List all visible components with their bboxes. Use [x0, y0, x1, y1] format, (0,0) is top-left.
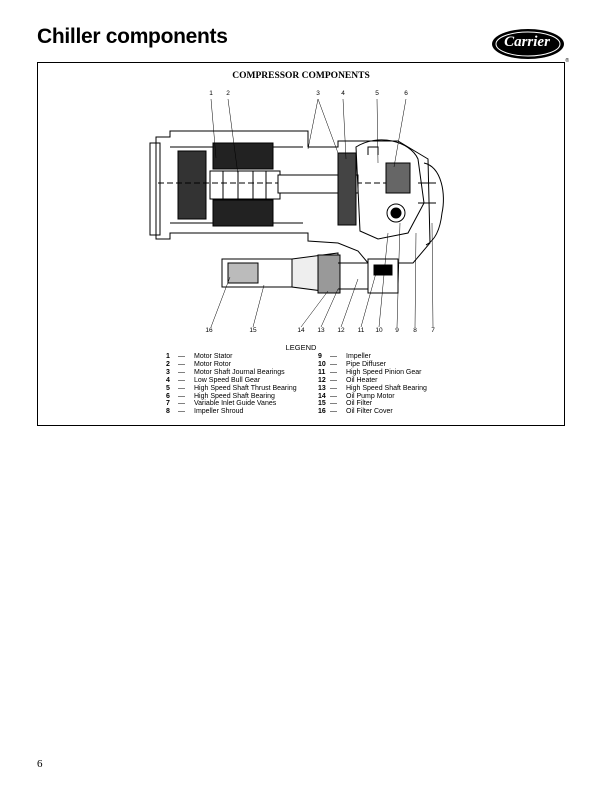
- logo-text: Carrier: [504, 34, 550, 50]
- logo-oval: [492, 29, 564, 59]
- legend-item: 6 — High Speed Shaft Bearing: [166, 393, 297, 401]
- legend-item: 4 — Low Speed Bull Gear: [166, 377, 297, 385]
- legend-number: 3: [166, 368, 170, 376]
- legend-item: 8 — Impeller Shroud: [166, 408, 297, 416]
- legend-dash: —: [330, 353, 337, 360]
- legend-label: Oil Heater: [346, 376, 378, 384]
- page-title: Chiller components: [37, 25, 228, 48]
- legend-number: 2: [166, 360, 170, 368]
- callout-bottom: 10: [375, 327, 383, 334]
- callout-bottom: 11: [357, 327, 365, 334]
- compressor-cutaway-drawing: [149, 98, 444, 328]
- legend-label: Impeller: [346, 353, 371, 360]
- legend-dash: —: [330, 376, 337, 384]
- legend-number: 11: [318, 368, 326, 376]
- legend-item: 5 — High Speed Shaft Thrust Bearing: [166, 385, 297, 393]
- legend-label: High Speed Shaft Bearing: [346, 384, 427, 392]
- legend-item: 1 — Motor Stator: [166, 353, 297, 361]
- legend-label: Impeller Shroud: [194, 408, 244, 416]
- callout-top: 1: [209, 90, 213, 97]
- legend-label: Low Speed Bull Gear: [194, 376, 261, 384]
- legend-number: 9: [318, 353, 322, 360]
- legend-label: High Speed Shaft Bearing: [194, 392, 275, 400]
- legend-number: 5: [166, 384, 170, 392]
- legend-dash: —: [178, 368, 185, 376]
- legend-dash: —: [178, 353, 185, 360]
- legend-item: 2 — Motor Rotor: [166, 361, 297, 369]
- legend-label: Variable Inlet Guide Vanes: [194, 400, 277, 408]
- legend-number: 14: [318, 392, 326, 400]
- legend-number: 13: [318, 384, 326, 392]
- callout-bottom: 9: [395, 327, 399, 334]
- legend-dash: —: [330, 408, 337, 416]
- callout-bottom: 7: [431, 327, 435, 334]
- legend-number: 8: [166, 408, 170, 416]
- legend-item: 15 — Oil Filter: [318, 400, 427, 408]
- legend-number: 4: [166, 376, 170, 384]
- callout-bottom: 13: [317, 327, 325, 334]
- logo-registered-mark: ®: [565, 58, 569, 64]
- figure-title: COMPRESSOR COMPONENTS: [232, 71, 370, 81]
- legend-label: Oil Filter Cover: [346, 408, 393, 416]
- callout-bottom: 12: [337, 327, 345, 334]
- legend-number: 15: [318, 400, 326, 408]
- legend-label: Motor Stator: [194, 353, 233, 360]
- legend-dash: —: [178, 392, 185, 400]
- callout-bottom: 14: [297, 327, 305, 334]
- legend-dash: —: [330, 384, 337, 392]
- legend-dash: —: [330, 400, 337, 408]
- carrier-logo: Carrier ®: [491, 28, 569, 64]
- legend-number: 1: [166, 353, 170, 360]
- legend-number: 7: [166, 400, 170, 408]
- legend-label: High Speed Shaft Thrust Bearing: [194, 384, 297, 392]
- legend-dash: —: [330, 368, 337, 376]
- callout-top: 6: [404, 90, 408, 97]
- legend-dash: —: [330, 360, 337, 368]
- legend-dash: —: [178, 376, 185, 384]
- legend-dash: —: [330, 392, 337, 400]
- legend-label: Pipe Diffuser: [346, 360, 386, 368]
- legend-dash: —: [178, 408, 185, 416]
- callout-top: 3: [316, 90, 320, 97]
- legend-item: 3 — Motor Shaft Journal Bearings: [166, 369, 297, 377]
- legend-title: LEGEND: [285, 343, 317, 352]
- legend-label: High Speed Pinion Gear: [346, 368, 422, 376]
- legend-item: 12 — Oil Heater: [318, 377, 427, 385]
- compressor-figure: COMPRESSOR COMPONENTS: [37, 62, 565, 426]
- legend-item: 14 — Oil Pump Motor: [318, 393, 427, 401]
- legend-right-column: 9 — Impeller 10 — Pipe Diffuser 11 — High Spee…: [318, 353, 427, 416]
- legend-item: 11 — High Speed Pinion Gear: [318, 369, 427, 377]
- callout-bottom: 8: [413, 327, 417, 334]
- callout-top: 5: [375, 90, 379, 97]
- legend-label: Motor Rotor: [194, 360, 231, 368]
- legend-item: 13 — High Speed Shaft Bearing: [318, 385, 427, 393]
- legend-dash: —: [178, 384, 185, 392]
- legend-number: 6: [166, 392, 170, 400]
- callout-top: 4: [341, 90, 345, 97]
- callout-bottom: 15: [249, 327, 257, 334]
- legend-left-column: 1 — Motor Stator 2 — Motor Rotor 3 — Motor Sha…: [166, 353, 297, 416]
- legend-dash: —: [178, 400, 185, 408]
- legend-number: 12: [318, 376, 326, 384]
- legend-item: 7 — Variable Inlet Guide Vanes: [166, 400, 297, 408]
- page-number: 6: [37, 758, 43, 770]
- legend-item: 9 — Impeller: [318, 353, 427, 361]
- callout-bottom: 16: [205, 327, 213, 334]
- legend-label: Motor Shaft Journal Bearings: [194, 368, 285, 376]
- legend-number: 10: [318, 360, 326, 368]
- legend-item: 10 — Pipe Diffuser: [318, 361, 427, 369]
- legend-label: Oil Filter: [346, 400, 373, 408]
- callout-top: 2: [226, 90, 230, 97]
- legend-number: 16: [318, 408, 326, 416]
- legend-item: 16 — Oil Filter Cover: [318, 408, 427, 416]
- legend-label: Oil Pump Motor: [346, 392, 395, 400]
- legend-dash: —: [178, 360, 185, 368]
